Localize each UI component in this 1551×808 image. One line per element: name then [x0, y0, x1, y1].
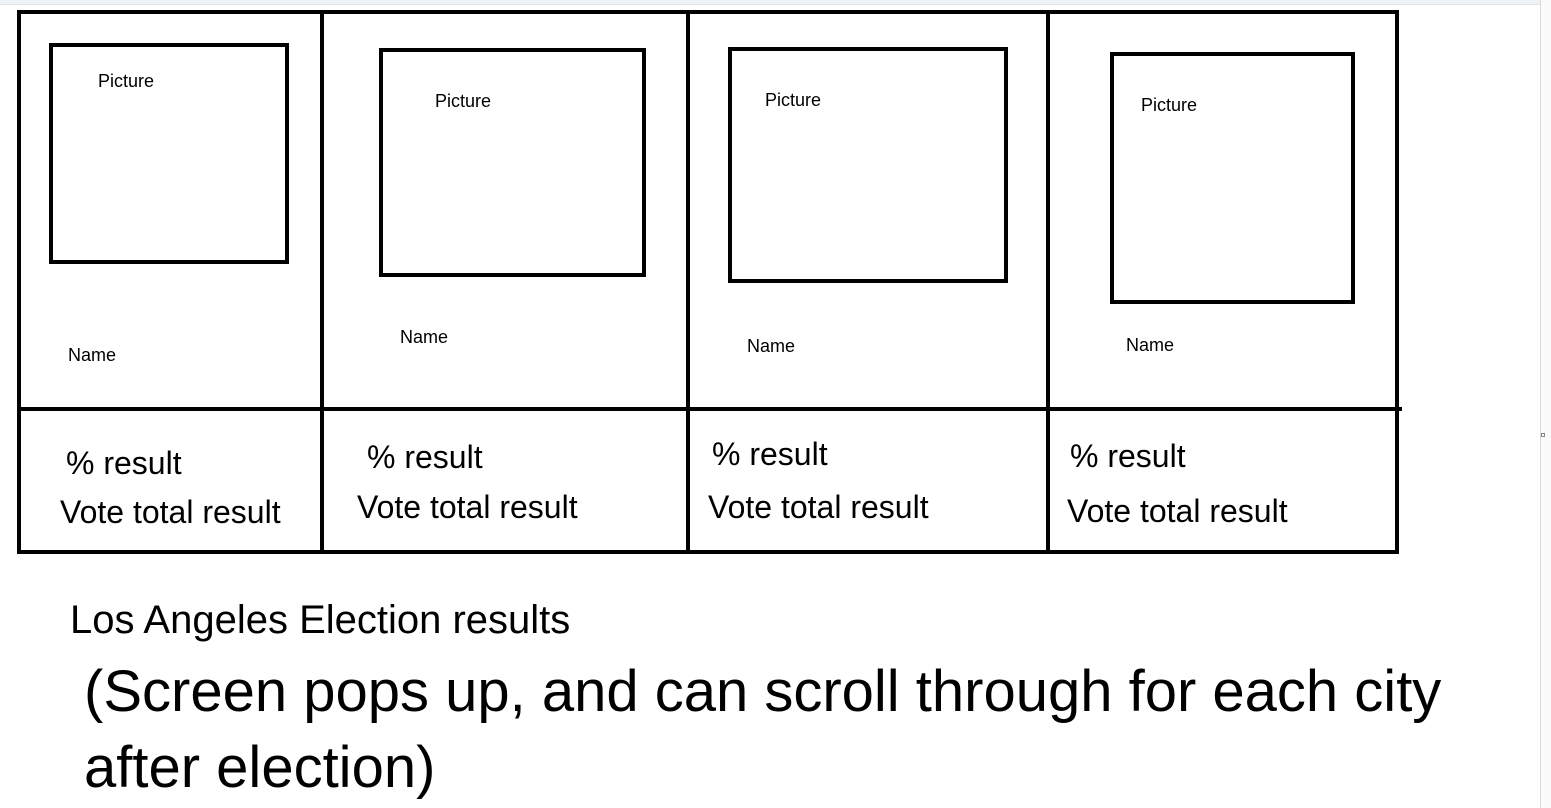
vote-total-2: Vote total result — [357, 489, 578, 525]
vote-total-4: Vote total result — [1067, 493, 1288, 529]
candidate-picture-3 — [728, 47, 1008, 283]
picture-label-3: Picture — [765, 90, 822, 110]
percent-result-4: % result — [1070, 438, 1186, 474]
right-scroll-strip[interactable] — [1540, 0, 1551, 808]
results-divider — [17, 407, 1402, 411]
candidate-name-1: Name — [68, 345, 117, 365]
scroll-marker[interactable] — [1541, 433, 1545, 437]
card-divider-3 — [1046, 10, 1050, 554]
candidate-name-4: Name — [1126, 335, 1175, 355]
candidate-name-2: Name — [400, 327, 449, 347]
percent-result-2: % result — [367, 439, 483, 475]
picture-label-2: Picture — [435, 91, 492, 111]
vote-total-3: Vote total result — [708, 489, 929, 525]
election-title: Los Angeles Election results — [70, 598, 571, 642]
picture-label-1: Picture — [98, 71, 155, 91]
percent-result-1: % result — [66, 445, 182, 481]
results-board — [17, 10, 1399, 554]
candidate-name-3: Name — [747, 336, 796, 356]
card-divider-2 — [686, 10, 690, 554]
card-divider-1 — [320, 10, 324, 554]
vote-total-1: Vote total result — [60, 494, 281, 530]
percent-result-3: % result — [712, 436, 828, 472]
scroll-note: (Screen pops up, and can scroll through … — [84, 659, 1442, 800]
candidate-picture-4 — [1110, 52, 1355, 304]
candidate-picture-2 — [379, 48, 646, 277]
picture-label-4: Picture — [1141, 95, 1198, 115]
candidate-picture-1 — [49, 43, 289, 264]
window-top-edge — [0, 0, 1540, 5]
